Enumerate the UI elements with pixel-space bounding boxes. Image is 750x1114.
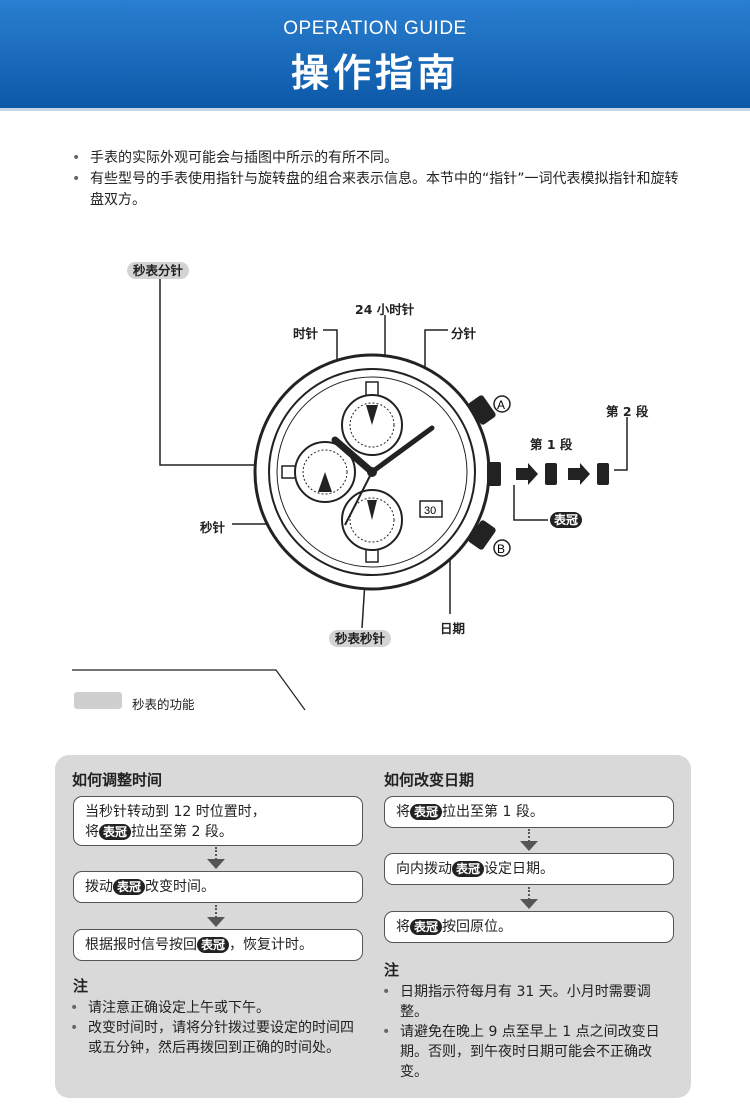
date-step-1: 将表冠拉出至第 1 段。 — [384, 796, 674, 828]
label-second-hand: 秒针 — [200, 520, 226, 535]
date-step-2: 向内拨动表冠设定日期。 — [384, 853, 674, 885]
date-step-3: 将表冠按回原位。 — [384, 911, 674, 943]
button-a-label: A — [497, 398, 505, 412]
time-note-title: 注 — [73, 977, 89, 995]
crown-badge: 表冠 — [410, 919, 443, 935]
crown-badge: 表冠 — [197, 937, 230, 953]
step-arrow — [207, 905, 225, 927]
date-notes: •日期指示符每月有 31 天。小月时需要调整。 •请避免在晚上 9 点至早上 1… — [382, 982, 677, 1082]
time-step-1: 当秒针转动到 12 时位置时， 将表冠拉出至第 2 段。 — [73, 796, 363, 846]
crown-badge: 表冠 — [410, 804, 443, 820]
time-step-3: 根据报时信号按回表冠，恢复计时。 — [73, 929, 363, 961]
legend-label: 秒表的功能 — [132, 697, 195, 712]
intro-notes: •手表的实际外观可能会与插图中所示的有所不同。 •有些型号的手表使用指针与旋转盘… — [72, 148, 692, 211]
date-window-value: 30 — [424, 505, 436, 517]
watch-diagram: 30 A B — [159, 276, 628, 629]
crown-badge: 表冠 — [113, 879, 146, 895]
label-hour-hand: 时针 — [293, 326, 319, 341]
note-item: •日期指示符每月有 31 天。小月时需要调整。 — [382, 984, 651, 1020]
header-title-en: OPERATION GUIDE — [283, 18, 467, 39]
step-arrow — [207, 847, 225, 869]
time-notes: •请注意正确设定上午或下午。 •改变时间时，请将分针拨过要设定的时间四或五分钟，… — [70, 998, 360, 1058]
date-section-title: 如何改变日期 — [384, 771, 475, 789]
label-stage-2: 第 2 段 — [606, 404, 649, 419]
label-24-hour: 24 小时针 — [355, 302, 415, 317]
date-note-title: 注 — [384, 961, 400, 979]
label-crown: 表冠 — [550, 512, 583, 528]
label-minute-hand: 分针 — [451, 326, 477, 341]
label-stopwatch-second: 秒表秒针 — [329, 628, 392, 647]
crown-badge: 表冠 — [99, 824, 132, 840]
note-item: •改变时间时，请将分针拨过要设定的时间四或五分钟，然后再拨回到正确的时间处。 — [70, 1020, 354, 1056]
time-step-2: 拨动表冠改变时间。 — [73, 871, 363, 903]
header-title-zh: 操作指南 — [290, 51, 459, 95]
label-date: 日期 — [440, 621, 466, 636]
section-divider — [72, 669, 306, 711]
button-b-label: B — [497, 542, 505, 556]
header-banner: OPERATION GUIDE 操作指南 — [0, 0, 750, 111]
leader-stage2 — [614, 417, 628, 471]
label-stopwatch-minute: 秒表分针 — [127, 260, 190, 279]
step-arrow — [520, 887, 538, 909]
leader-crown — [513, 485, 548, 521]
label-stage-1: 第 1 段 — [530, 437, 573, 452]
step-arrow — [520, 829, 538, 851]
intro-bullet: •手表的实际外观可能会与插图中所示的有所不同。 — [72, 150, 398, 166]
intro-bullet: •有些型号的手表使用指针与旋转盘的组合来表示信息。本节中的“指针”一词代表模拟指… — [72, 171, 679, 208]
legend-swatch — [74, 692, 122, 709]
note-item: •请注意正确设定上午或下午。 — [70, 1000, 270, 1016]
crown-badge: 表冠 — [452, 861, 485, 877]
note-item: •请避免在晚上 9 点至早上 1 点之间改变日期。否则，到午夜时日期可能会不正确… — [382, 1024, 660, 1080]
time-section-title: 如何调整时间 — [72, 771, 163, 789]
